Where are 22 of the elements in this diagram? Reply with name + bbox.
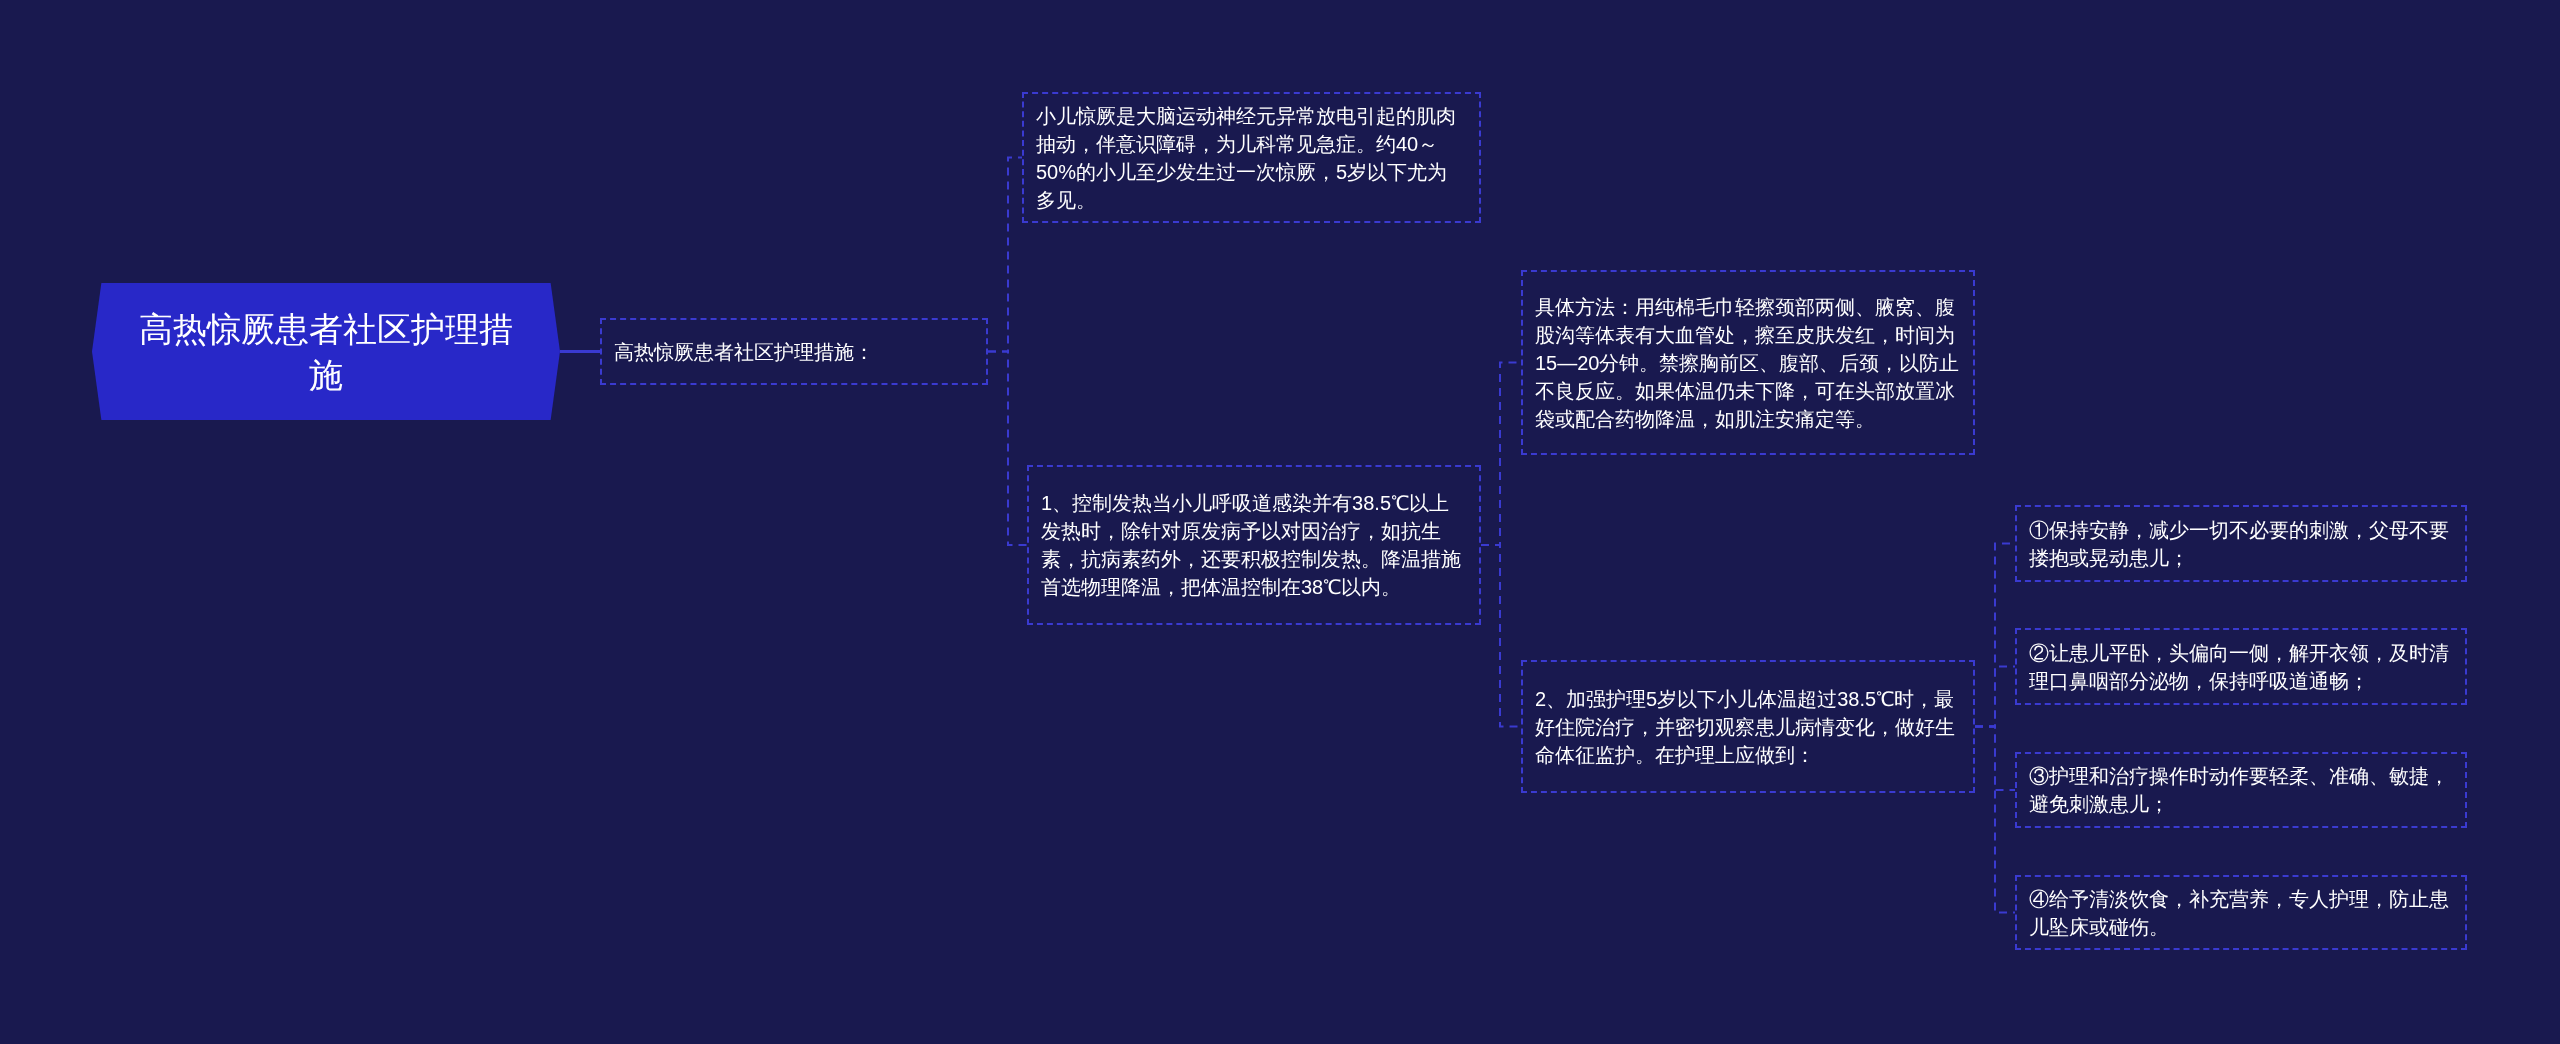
topic-box (1022, 92, 1481, 223)
topic-box (1521, 660, 1975, 793)
topic-box (2015, 752, 2467, 828)
topic-text: ①保持安静，减少一切不必要的刺激，父母不要搂抱或晃动患儿； (2029, 517, 2450, 571)
topic-box (2015, 505, 2467, 582)
topic-box (2015, 875, 2467, 950)
topic-text: ③护理和治疗操作时动作要轻柔、准确、敏捷，避免刺激患儿； (2029, 764, 2450, 817)
connector-line (987, 350, 1028, 546)
topic-text: ④给予清淡饮食，补充营养，专人护理，防止患儿坠床或碰伤。 (2029, 886, 2450, 940)
topic-text: 高热惊厥患者社区护理措施： (614, 339, 874, 365)
topic-text: 2、加强护理5岁以下小儿体温超过38.5℃时，最好住院治疗，并密切观察患儿病情变化，做好生命体征监护。在护理上应做到： (1535, 686, 1956, 768)
topic-box (1027, 465, 1481, 625)
topic-box (600, 318, 988, 385)
topic-text: ②让患儿平卧，头偏向一侧，解开衣领，及时清理口鼻咽部分泌物，保持呼吸道通畅； (2029, 640, 2450, 694)
topic-text: 1、控制发热当小儿呼吸道感染并有38.5℃以上发热时，除针对原发病予以对因治疗，如抗生素，抗病素药外，还要积极控制发热。降温措施首选物理降温，把体温控制在38℃以内。 (1041, 491, 1462, 600)
connector-line (560, 350, 600, 353)
topic-text: 具体方法：用纯棉毛巾轻擦颈部两侧、腋窝、腹股沟等体表有大血管处，擦至皮肤发红，时间为15—20分钟。禁擦胸前区、腹部、后颈，以防止不良反应。如果体温仍未下降，可在头部放置冰袋或配合药物降温，如肌注安痛定等。 (1535, 294, 1961, 432)
connector-line (1974, 725, 2016, 914)
topic-box (2015, 628, 2467, 705)
topic-text: 小儿惊厥是大脑运动神经元异常放电引起的肌肉抽动，伴意识障碍，为儿科常见急症。约40～50%的小儿至少发生过一次惊厥，5岁以下尤为多见。 (1036, 103, 1457, 213)
topic-text: 高热惊厥患者社区护理措施 (138, 308, 514, 396)
topic-box (1521, 270, 1975, 455)
